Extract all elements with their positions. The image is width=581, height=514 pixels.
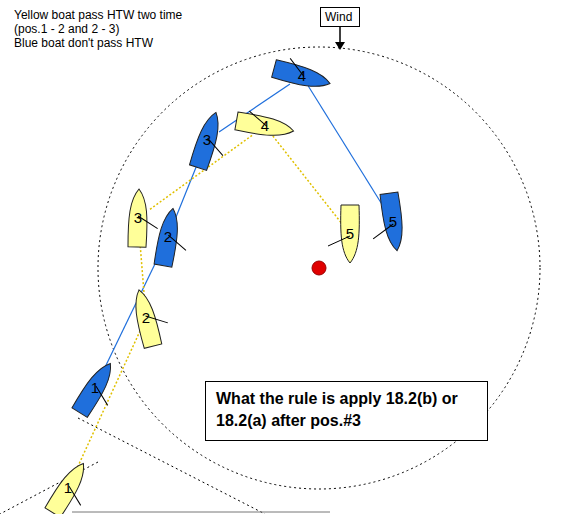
hull [128,189,149,248]
boat: 1 [83,378,107,398]
frame-edge [72,512,330,513]
hull [272,59,333,92]
hull [154,207,182,267]
note-text: Yellow boat pass HTW two time [14,8,182,22]
wind-box: Wind [320,7,360,27]
note-text: (pos.1 - 2 and 2 - 3) [14,22,119,36]
yellow-track [273,136,342,224]
box-text: Wind [325,10,355,24]
position-number: 2 [142,311,150,325]
mark [312,261,326,275]
hull [72,358,119,417]
position-number: 3 [134,211,142,225]
position-number: 5 [346,227,354,241]
boat: 5 [381,212,405,232]
note-text: Blue boat don't pass HTW [14,36,153,50]
wind-arrowhead [335,42,345,50]
boat: 1 [56,478,80,498]
hull [45,458,92,514]
zone-circle [98,47,540,489]
boat: 4 [290,66,314,86]
boat: 5 [338,224,362,244]
boat: 3 [195,130,219,150]
hull [235,112,295,140]
blue-track [308,86,387,212]
position-number: 3 [203,133,211,147]
boat: 4 [253,116,277,136]
boat: 2 [134,308,158,328]
position-number: 2 [164,230,172,244]
blue-track [100,247,163,378]
hull [130,288,162,349]
hull [341,205,360,263]
position-number: 1 [64,481,72,495]
position-number: 1 [91,381,99,395]
boat: 2 [156,227,180,247]
box-text: What the rule is apply 18.2(b) or 18.2(a… [216,388,477,432]
position-number: 4 [261,119,269,133]
question-box: What the rule is apply 18.2(b) or 18.2(a… [205,381,488,441]
hull [380,192,407,252]
yellow-track [73,328,142,478]
hull [189,110,225,171]
position-number: 4 [298,69,306,83]
boat: 3 [126,208,150,228]
position-number: 5 [389,215,397,229]
wind-arrow [339,26,341,44]
